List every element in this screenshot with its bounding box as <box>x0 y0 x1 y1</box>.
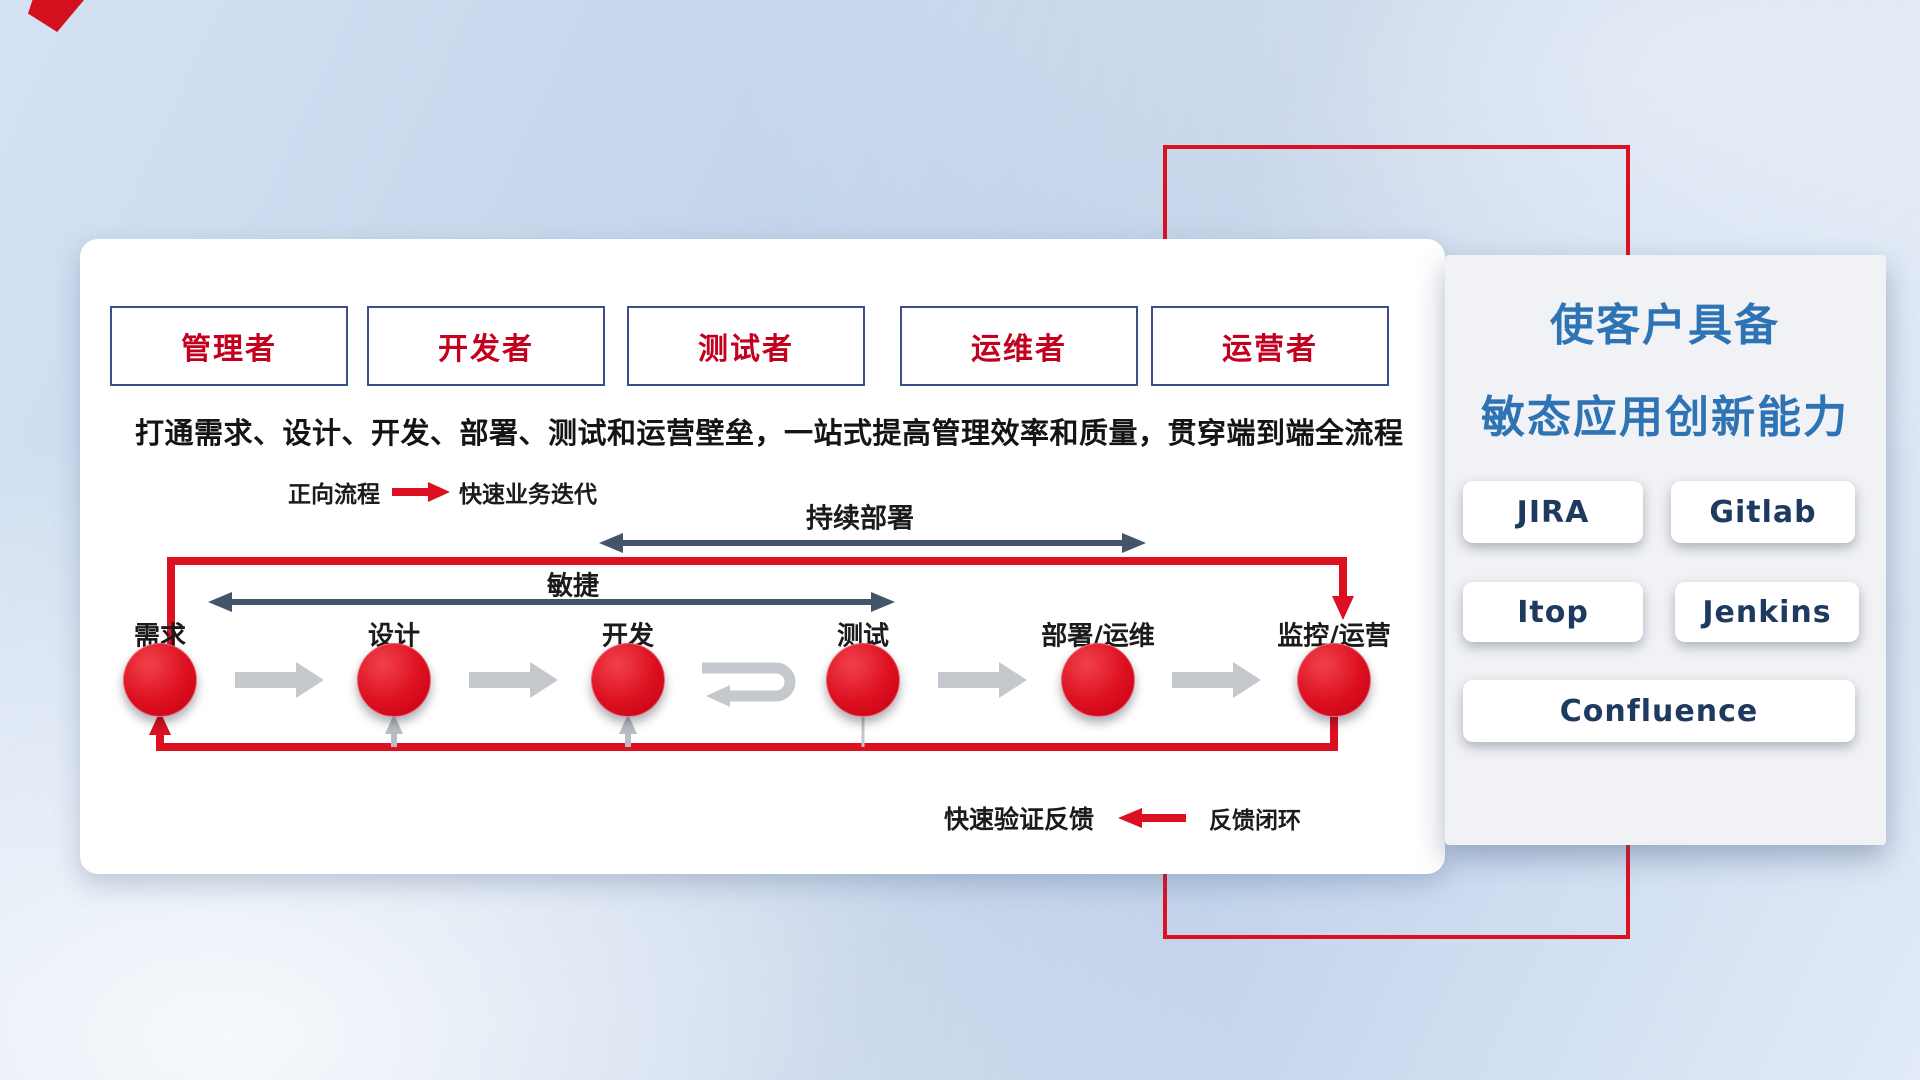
tool-button-confluence: Confluence <box>1463 680 1855 742</box>
panel-title-line1: 使客户具备 <box>1550 300 1780 351</box>
legend-forward-label: 正向流程 <box>288 482 380 508</box>
flow-node-circle <box>1297 643 1371 717</box>
label-continuous-deployment: 持续部署 <box>806 503 914 535</box>
tool-button-jira: JIRA <box>1463 481 1643 543</box>
flow-node-circle <box>1061 643 1135 717</box>
flow-node-circle <box>826 643 900 717</box>
role-box-developer: 开发者 <box>367 306 605 386</box>
role-label: 测试者 <box>698 332 794 367</box>
tool-button-itop: Itop <box>1463 582 1643 642</box>
capability-panel: 使客户具备 敏态应用创新能力 JIRA Gitlab Itop Jenkins … <box>1445 255 1886 845</box>
corner-ribbon-decoration <box>28 0 84 32</box>
flow-node-circle <box>591 643 665 717</box>
panel-title-line2: 敏态应用创新能力 <box>1481 392 1849 443</box>
legend-feedback-text: 快速验证反馈 <box>943 805 1095 834</box>
legend-feedback-label: 反馈闭环 <box>1209 808 1301 834</box>
role-label: 开发者 <box>438 332 534 367</box>
flow-node-circle <box>357 643 431 717</box>
label-agile: 敏捷 <box>546 571 600 602</box>
role-box-business-operator: 运营者 <box>1151 306 1389 386</box>
tool-button-gitlab: Gitlab <box>1671 481 1855 543</box>
role-label: 管理者 <box>181 332 277 367</box>
flow-node-circle <box>123 643 197 717</box>
role-label: 运维者 <box>971 332 1067 367</box>
role-box-tester: 测试者 <box>627 306 865 386</box>
role-box-manager: 管理者 <box>110 306 348 386</box>
legend-forward-text: 快速业务迭代 <box>459 482 597 508</box>
role-label: 运营者 <box>1222 332 1318 367</box>
workflow-description: 打通需求、设计、开发、部署、测试和运营壁垒，一站式提高管理效率和质量，贯穿端到端… <box>135 416 1404 450</box>
tool-button-jenkins: Jenkins <box>1675 582 1859 642</box>
role-box-operator: 运维者 <box>900 306 1138 386</box>
